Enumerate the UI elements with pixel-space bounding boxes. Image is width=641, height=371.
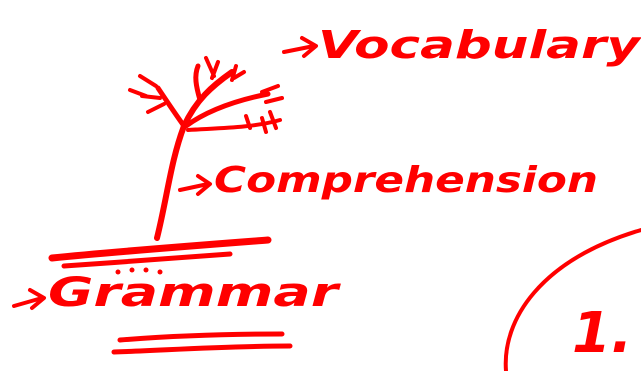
arrow-right-icon [284, 38, 316, 56]
arrow-right-icon [14, 290, 44, 308]
tree-ground-line [52, 240, 268, 258]
tree-trunk [157, 72, 232, 238]
label-grammar: Grammar [48, 270, 341, 316]
tree-branch [196, 66, 200, 100]
grammar-underline [120, 334, 282, 340]
grammar-underline [114, 346, 290, 352]
label-comprehension: Comprehension [214, 160, 598, 201]
label-vocabulary: Vocabulary [318, 23, 641, 67]
arrow-right-icon [180, 176, 210, 194]
partial-number: 1. [572, 301, 632, 366]
tree-twig [130, 76, 164, 112]
